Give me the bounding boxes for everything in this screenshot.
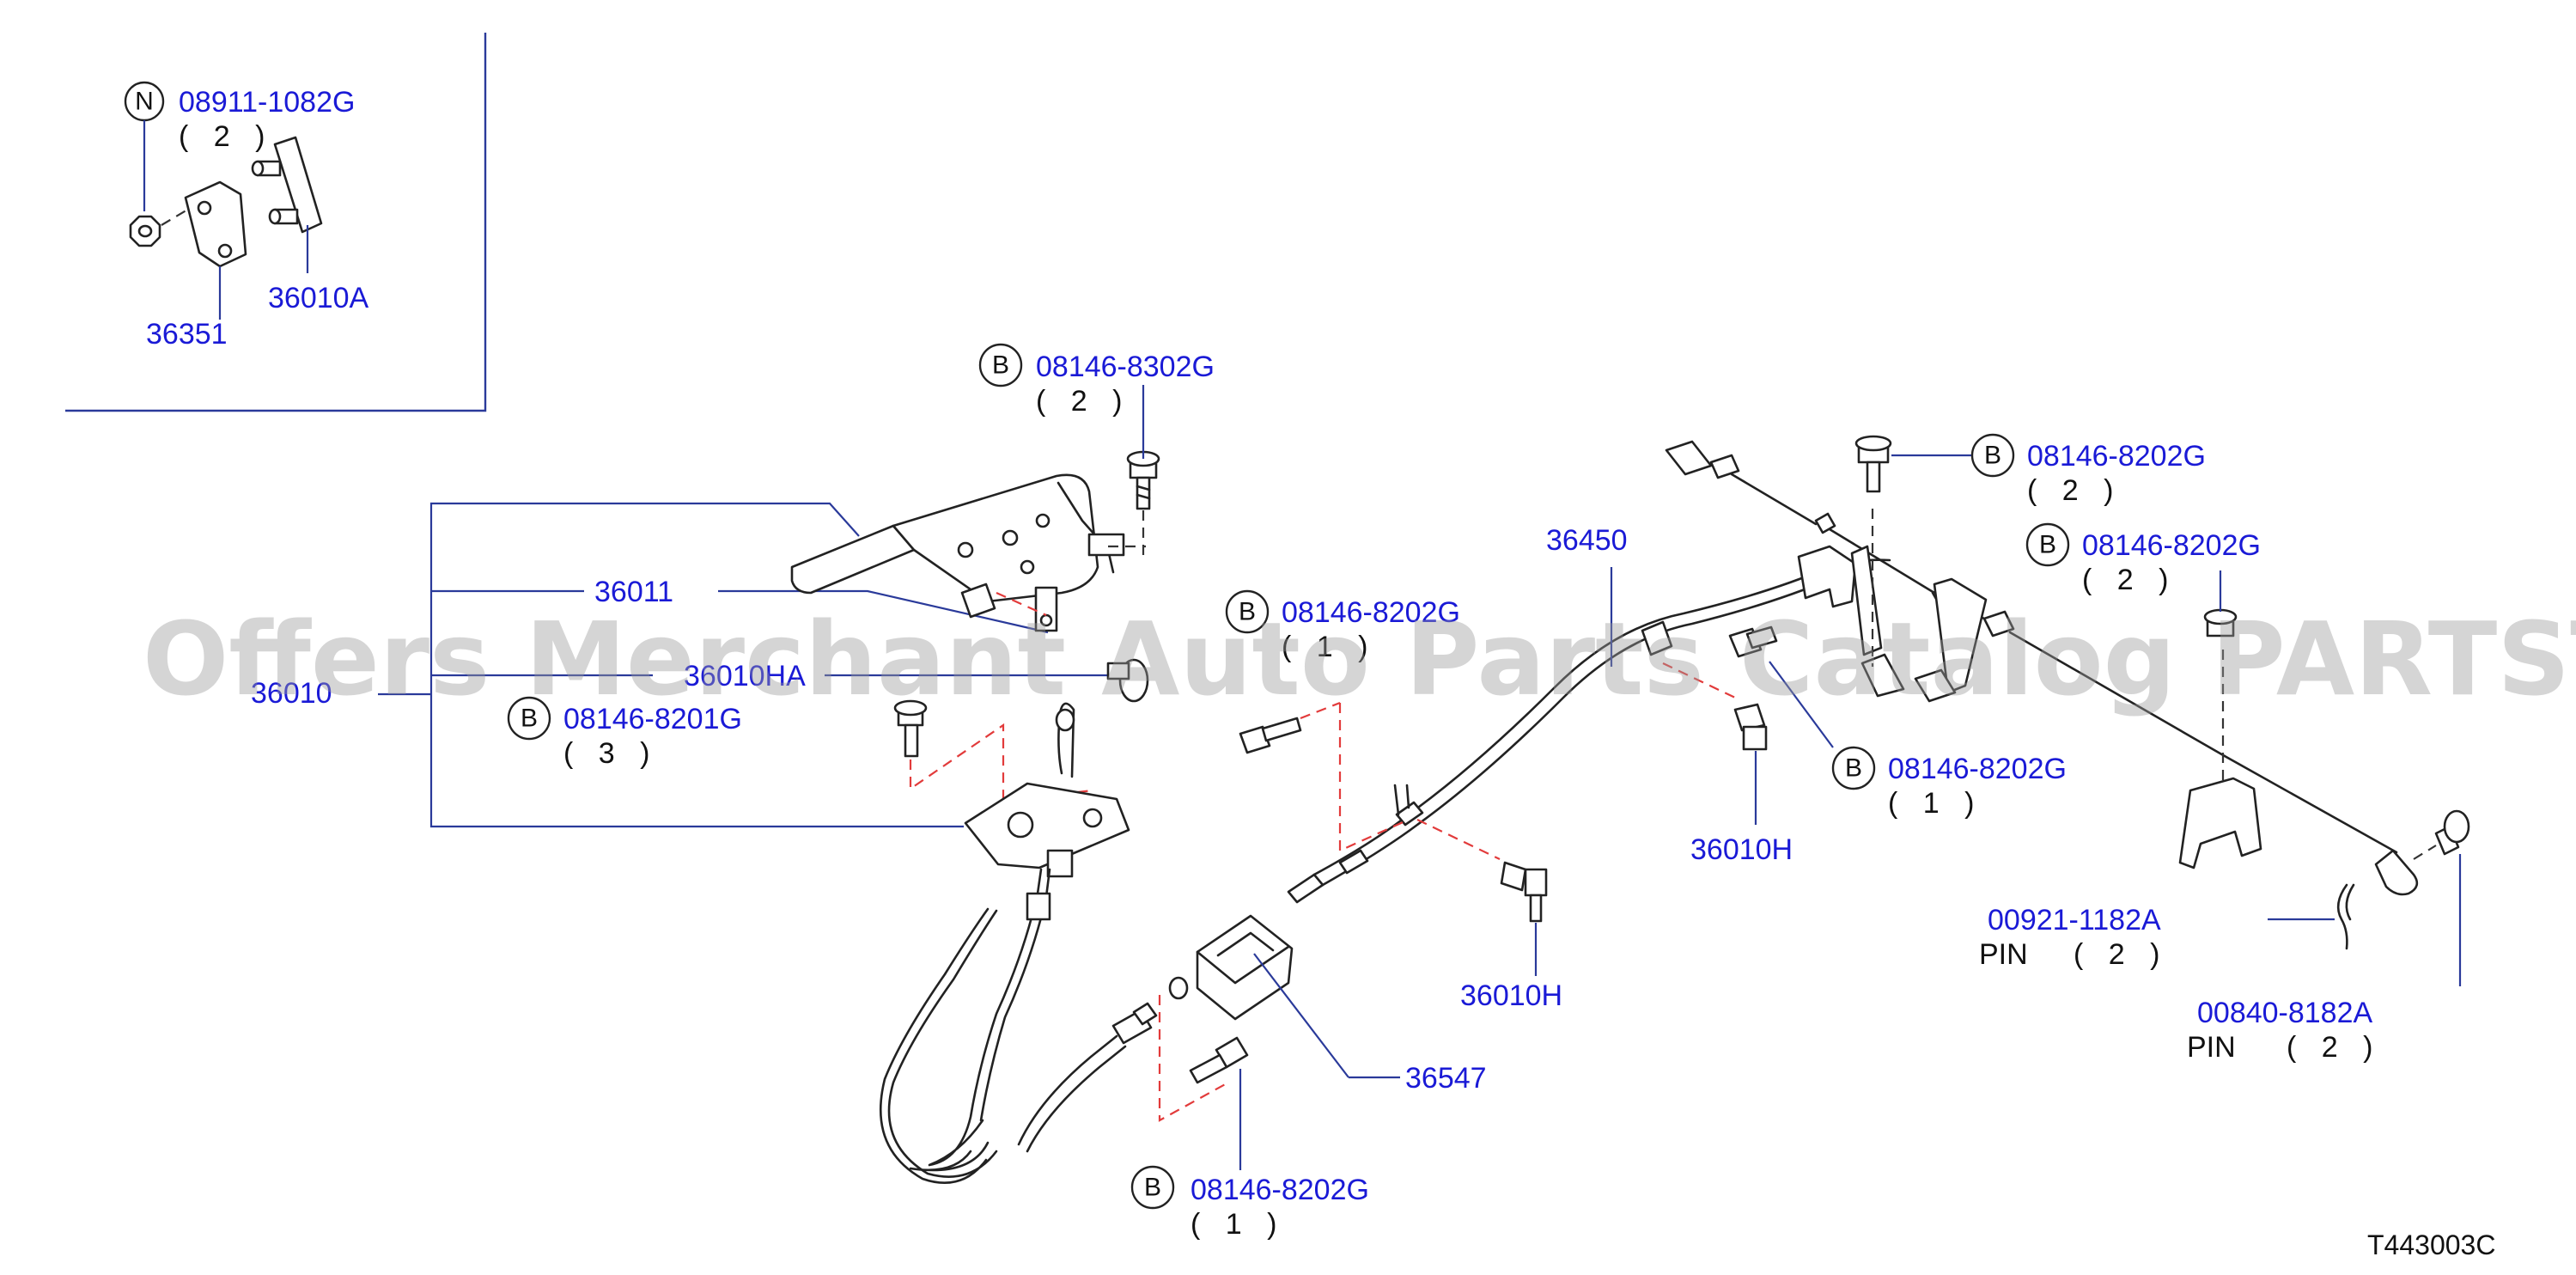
b-badge-08146-8201G: B xyxy=(507,696,551,741)
part-number-36547[interactable]: 36547 xyxy=(1405,1062,1487,1095)
part-number-36351[interactable]: 36351 xyxy=(146,318,228,351)
cable-bracket-icon xyxy=(1914,577,1988,703)
quantity-08146-8302G: ( 2 ) xyxy=(1036,385,1130,418)
pin-label-00840: PIN xyxy=(2187,1031,2236,1064)
bolt-icon xyxy=(1126,450,1160,510)
part-number-00840-8182A[interactable]: 00840-8182A xyxy=(2197,997,2373,1029)
svg-text:B: B xyxy=(1845,754,1862,783)
part-number-08146-8202G-right-mid[interactable]: 08146-8202G xyxy=(1888,753,2067,785)
diagram-code: T443003C xyxy=(2367,1229,2495,1260)
quantity-08146-8202G-bottom: ( 1 ) xyxy=(1191,1208,1285,1241)
quantity-00840-8182A: ( 2 ) xyxy=(2287,1031,2381,1064)
svg-text:B: B xyxy=(1239,598,1256,626)
part-number-36450[interactable]: 36450 xyxy=(1546,524,1628,557)
bolt-icon xyxy=(2203,608,2238,638)
quantity-08146-8201G: ( 3 ) xyxy=(563,737,658,770)
assembly-bracket-leaders xyxy=(378,502,1117,828)
part-number-36011[interactable]: 36011 xyxy=(594,576,673,608)
parking-brake-lever-icon xyxy=(790,473,1125,632)
part-number-36010HA[interactable]: 36010HA xyxy=(684,660,806,692)
n-badge: N xyxy=(124,81,165,122)
bolt-icon xyxy=(1854,435,1892,493)
cable-clip-icon xyxy=(1106,658,1149,703)
part-number-08146-8201G[interactable]: 08146-8201G xyxy=(563,703,742,735)
bolt-icon xyxy=(893,699,928,758)
nut-icon xyxy=(129,215,161,247)
bolt-icon xyxy=(1189,1036,1249,1084)
equalizer-bracket-icon xyxy=(964,702,1130,878)
bolt-icon xyxy=(1239,717,1302,754)
b-badge-08146-8202G-right-mid: B xyxy=(1831,746,1876,790)
bolt-icon xyxy=(1733,703,1768,751)
watermark: Offers Merchant Auto Parts Catalog PARTS… xyxy=(143,600,2576,718)
inset-detail: N 08911-1082G ( 2 ) 36010A 36351 xyxy=(65,33,487,412)
svg-text:B: B xyxy=(1144,1174,1161,1202)
part-number-08911-1082G[interactable]: 08911-1082G xyxy=(179,86,355,119)
front-cable-icon xyxy=(879,868,1189,1185)
part-number-36010[interactable]: 36010 xyxy=(251,677,332,710)
quantity-08911-1082G: ( 2 ) xyxy=(179,120,273,153)
part-number-00921-1182A[interactable]: 00921-1182A xyxy=(1988,904,2161,936)
b-badge-08146-8302G: B xyxy=(978,343,1023,387)
stud-plate-icon xyxy=(251,136,323,234)
part-number-36010A[interactable]: 36010A xyxy=(268,282,369,314)
part-number-08146-8202G-right-second[interactable]: 08146-8202G xyxy=(2082,529,2261,562)
svg-text:B: B xyxy=(521,705,538,733)
bolt-icon xyxy=(1500,861,1548,923)
part-number-08146-8302G[interactable]: 08146-8302G xyxy=(1036,351,1215,383)
part-number-08146-8202G-upper-mid[interactable]: 08146-8202G xyxy=(1282,596,1460,629)
clevis-pin-icon xyxy=(2434,809,2470,856)
svg-text:B: B xyxy=(2039,531,2056,559)
b-badge-08146-8202G-upper-mid: B xyxy=(1225,589,1270,634)
bolt-icon xyxy=(1728,625,1778,658)
svg-text:B: B xyxy=(992,351,1009,380)
part-number-08146-8202G-right-top[interactable]: 08146-8202G xyxy=(2027,440,2206,473)
cotter-pin-icon xyxy=(2336,883,2355,950)
inset-frame xyxy=(65,33,487,412)
b-badge-08146-8202G-right-second: B xyxy=(2025,522,2070,567)
cable-bracket-icon xyxy=(2178,777,2262,869)
pin-label-00921: PIN xyxy=(1979,938,2028,971)
part-number-08146-8202G-bottom[interactable]: 08146-8202G xyxy=(1191,1174,1369,1206)
quantity-08146-8202G-right-mid: ( 1 ) xyxy=(1888,787,1982,820)
svg-text:N: N xyxy=(135,88,154,116)
b-badge-08146-8202G-bottom: B xyxy=(1130,1165,1175,1210)
svg-text:B: B xyxy=(1984,442,2001,470)
grommet-icon xyxy=(1196,914,1294,1021)
quantity-00921-1182A: ( 2 ) xyxy=(2074,938,2168,971)
cable-bracket-icon xyxy=(1797,545,1905,698)
quantity-08146-8202G-upper-mid: ( 1 ) xyxy=(1282,631,1376,663)
quantity-08146-8202G-right-second: ( 2 ) xyxy=(2082,564,2177,596)
part-number-36010H-right[interactable]: 36010H xyxy=(1690,833,1793,866)
b-badge-08146-8202G-right-top: B xyxy=(1970,433,2015,478)
bracket-plate-icon xyxy=(184,180,247,268)
part-number-36010H-mid[interactable]: 36010H xyxy=(1460,979,1562,1012)
quantity-08146-8202G-right-top: ( 2 ) xyxy=(2027,474,2122,507)
